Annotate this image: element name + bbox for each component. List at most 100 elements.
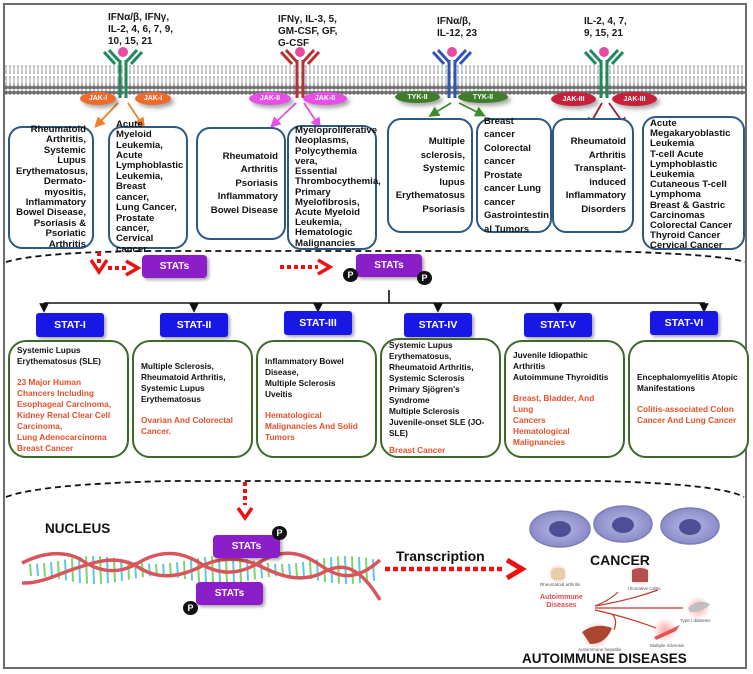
disease-item: Polycythemia vera, (295, 145, 357, 167)
disease-item: Bowel Disease (210, 204, 278, 216)
disease-item: Myelofibrosis, (295, 196, 360, 208)
arrow-head-1 (125, 259, 142, 277)
cancer-item: Colitis-associated Colon (637, 404, 734, 414)
nucleus-label: NUCLEUS (45, 521, 111, 536)
cancer-cell-icon (660, 507, 720, 545)
disease-item: Lymphoma (650, 189, 701, 201)
disease-item: cancer (484, 196, 515, 208)
cancer-item: 23 Major Human (17, 376, 82, 387)
autoimmune-inset (548, 564, 710, 649)
kinase-jak3-left: JAK-III (551, 92, 596, 106)
receptor-jak2 (279, 47, 321, 98)
autoimmune-item: Syndrome (389, 395, 430, 405)
stat-4-box: STAT-IV (404, 313, 472, 337)
cancer-label: CANCER (590, 552, 650, 568)
cancer-item: Cancer And Lung Cancer (637, 415, 737, 425)
disease-item: Lymphoblastic (650, 158, 718, 170)
disease-item: Acute Myeloid (116, 118, 152, 141)
disease-item: Thyroid Cancer (650, 230, 721, 242)
dna-base-pair (78, 557, 81, 583)
dna-base-pair (204, 557, 207, 583)
dna-base-pair (36, 563, 39, 577)
autoimmune-item: Juvenile Idiopathic (513, 350, 588, 360)
disease-item: Cervical Cancer (650, 240, 723, 252)
dna-base-pair (288, 563, 291, 577)
stats-phosphorylated: STATs (356, 254, 422, 277)
disease-item: Psoriasis (235, 177, 278, 189)
receptor-jak1 (102, 47, 144, 98)
dna-base-pair (295, 563, 298, 577)
arrow-jak1-right (127, 102, 145, 129)
ligands-jak3: IL-2, 4, 7, 9, 15, 21 (584, 16, 627, 39)
autoimmune-item: Uveitis (265, 388, 293, 399)
autoimmune-item: Encephalomyelitis Atopic (637, 372, 738, 382)
disease-item: Arthritis, (46, 134, 86, 146)
muscle-icon (654, 625, 680, 640)
cancer-cell-icon (593, 505, 653, 543)
ligands-jak2: IFNγ, IL-3, 5, GM-CSF, GF, G-CSF (278, 14, 338, 49)
disease-item: Lung Cancer, (116, 202, 177, 214)
dna-base-pair (260, 561, 263, 579)
inset-label: Type I diabetes (680, 618, 711, 623)
stat-6-box: STAT-VI (650, 311, 718, 335)
cancer-item: Tumors (265, 431, 295, 442)
disease-item: Hematologic (295, 227, 353, 239)
autoimmune-inset-center: Autoimmune Diseases (540, 594, 583, 609)
disease-item: Megakaryoblastic (650, 128, 731, 140)
kinase-tyk2-right: TYK-II (458, 91, 508, 103)
activation-chevron-icon (89, 259, 109, 276)
disease-item: Rheumatoid (30, 124, 86, 136)
cancer-item: Malignancies (513, 437, 566, 447)
arrow-jak2-right (303, 102, 321, 129)
disease-item: Inflammatory (217, 191, 278, 203)
cancer-item: Breast, Bladder, And Lung (513, 393, 595, 414)
ligand-icon (599, 47, 609, 57)
disease-item: Bowel Disease, (16, 207, 86, 219)
cancer-item: Kidney Renal Clear Cell (17, 409, 111, 420)
disease-item: Erythematosus (395, 190, 465, 201)
disease-item: Cutaneous T-cell (650, 179, 727, 191)
autoimmune-item: Systemic Lupus (141, 383, 205, 393)
dna-base-pair (344, 555, 347, 585)
arrow-jak1-left (94, 102, 119, 128)
disease-item: Leukemia (650, 169, 695, 181)
stat-5-box: STAT-V (524, 313, 592, 337)
disease-item: Breast cancer, (116, 181, 150, 203)
disease-item: Leukemia, (295, 217, 342, 229)
dna-base-pair (29, 563, 32, 577)
autoimmune-item: Inflammatory Bowel (265, 355, 344, 366)
stat-3-box: STAT-III (284, 311, 352, 335)
disease-item: Myeloproliferative (295, 125, 378, 137)
autoimmune-item: Erythematosus (SLE) (17, 355, 101, 366)
liver-icon (582, 625, 612, 644)
autoimmune-item: Systemic Lupus (389, 340, 453, 350)
cancer-cell-icon (529, 510, 591, 548)
disease-item: Thrombocythemia, (295, 176, 381, 188)
kinase-jak1-right: JAK-I (135, 92, 171, 105)
stat-1-box: STAT-I (36, 313, 104, 337)
cancer-item: Esophageal Carcinoma, (17, 398, 112, 409)
cancer-item: Chancers Including (17, 387, 94, 398)
ligand-icon (447, 47, 457, 57)
arrow-tyk2-left (428, 102, 452, 117)
joint-icon (551, 568, 565, 580)
autoimmune-item: Systemic Lupus (17, 344, 81, 355)
disease-item: Rheumatoid (570, 136, 626, 147)
disease-item: Acute Myeloid (295, 206, 361, 218)
kinase-jak2-left: JAK-II (249, 92, 291, 105)
disease-item: Dermato- (43, 176, 86, 188)
cancer-list: Breast Cancer (389, 445, 492, 456)
disease-item: cancer (484, 156, 515, 168)
pancreas-icon (688, 601, 710, 612)
colon-icon (632, 568, 648, 582)
autoimmune-item: Autoimmune Thyroiditis (513, 372, 609, 382)
ligand-icon (295, 47, 305, 57)
disease-item: Erythematosus, (16, 165, 88, 177)
